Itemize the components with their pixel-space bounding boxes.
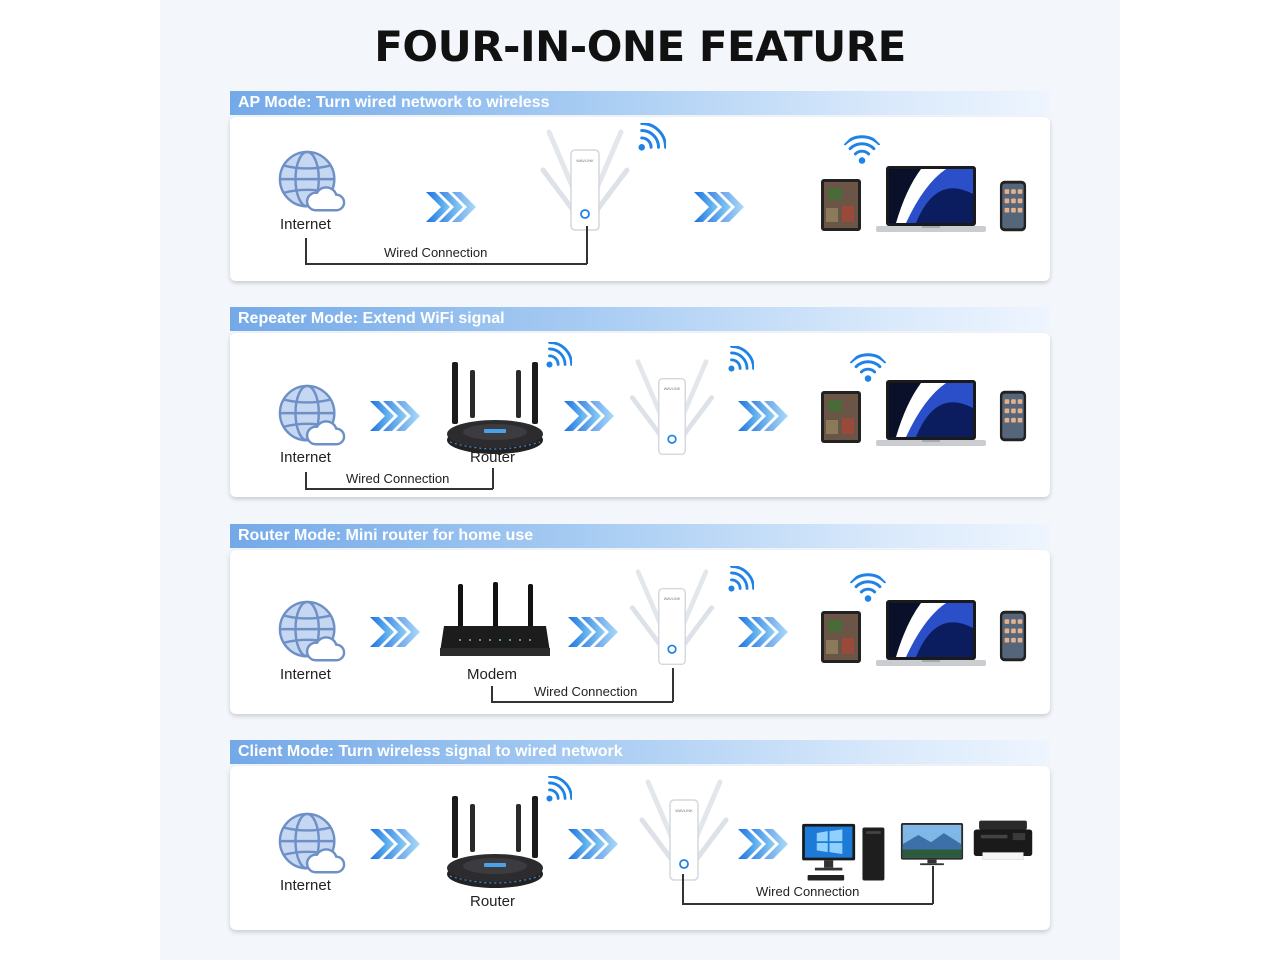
arrows-icon <box>736 827 788 861</box>
router-icon <box>440 790 550 900</box>
laptop-icon <box>876 598 986 670</box>
router-mode-heading: Router Mode: Mini router for home use <box>230 524 1050 548</box>
wired-line <box>682 874 684 904</box>
phone-icon <box>999 178 1027 234</box>
desktop-icon <box>800 822 892 886</box>
router-label: Router <box>470 449 516 466</box>
wired-line <box>492 468 494 489</box>
arrows-icon <box>566 827 618 861</box>
globe-icon <box>278 384 346 452</box>
router-label: Router <box>470 893 516 910</box>
wired-line <box>932 866 934 904</box>
wired-line <box>586 226 588 264</box>
globe-icon <box>278 150 346 218</box>
wifi-icon <box>638 123 666 151</box>
internet-label: Internet <box>280 877 331 894</box>
tablet-icon <box>820 390 862 444</box>
wired-connection-label: Wired Connection <box>346 471 450 486</box>
internet-label: Internet <box>280 666 331 683</box>
wired-line <box>491 701 673 703</box>
laptop-icon <box>876 164 986 236</box>
arrows-icon <box>566 615 618 649</box>
page-title: FOUR-IN-ONE FEATURE <box>374 22 906 71</box>
wired-line <box>305 263 587 265</box>
printer-icon <box>972 818 1034 864</box>
wifi-icon <box>546 342 572 368</box>
arrows-icon <box>368 827 420 861</box>
ap-mode-heading: AP Mode: Turn wired network to wireless <box>230 91 1050 115</box>
wired-connection-label: Wired Connection <box>384 245 488 260</box>
client-mode-heading: Client Mode: Turn wireless signal to wir… <box>230 740 1050 764</box>
modem-icon <box>440 582 550 662</box>
wired-line <box>305 472 307 489</box>
arrows-icon <box>562 399 614 433</box>
wired-connection-label: Wired Connection <box>534 684 638 699</box>
extender-icon <box>622 356 722 460</box>
wired-line <box>305 238 307 264</box>
arrows-icon <box>368 399 420 433</box>
wired-line <box>682 903 933 905</box>
internet-label: Internet <box>280 449 331 466</box>
extender-icon <box>535 126 635 236</box>
wifi-icon <box>728 346 754 372</box>
arrows-icon <box>368 615 420 649</box>
wired-line <box>305 488 493 490</box>
laptop-icon <box>876 378 986 450</box>
wifi-icon <box>728 566 754 592</box>
globe-icon <box>278 600 346 668</box>
phone-icon <box>999 608 1027 664</box>
wired-line <box>491 686 493 702</box>
arrows-icon <box>736 399 788 433</box>
extender-icon <box>622 566 722 670</box>
internet-label: Internet <box>280 216 331 233</box>
arrows-icon <box>736 615 788 649</box>
arrows-icon <box>692 190 744 224</box>
phone-icon <box>999 388 1027 444</box>
modem-label: Modem <box>467 666 518 683</box>
tv-icon <box>900 822 964 868</box>
extender-icon <box>634 776 734 886</box>
globe-icon <box>278 812 346 880</box>
tablet-icon <box>820 178 862 232</box>
wifi-icon <box>546 776 572 802</box>
wired-connection-label: Wired Connection <box>756 884 860 899</box>
tablet-icon <box>820 610 862 664</box>
repeater-mode-heading: Repeater Mode: Extend WiFi signal <box>230 307 1050 331</box>
wired-line <box>672 668 674 702</box>
arrows-icon <box>424 190 476 224</box>
